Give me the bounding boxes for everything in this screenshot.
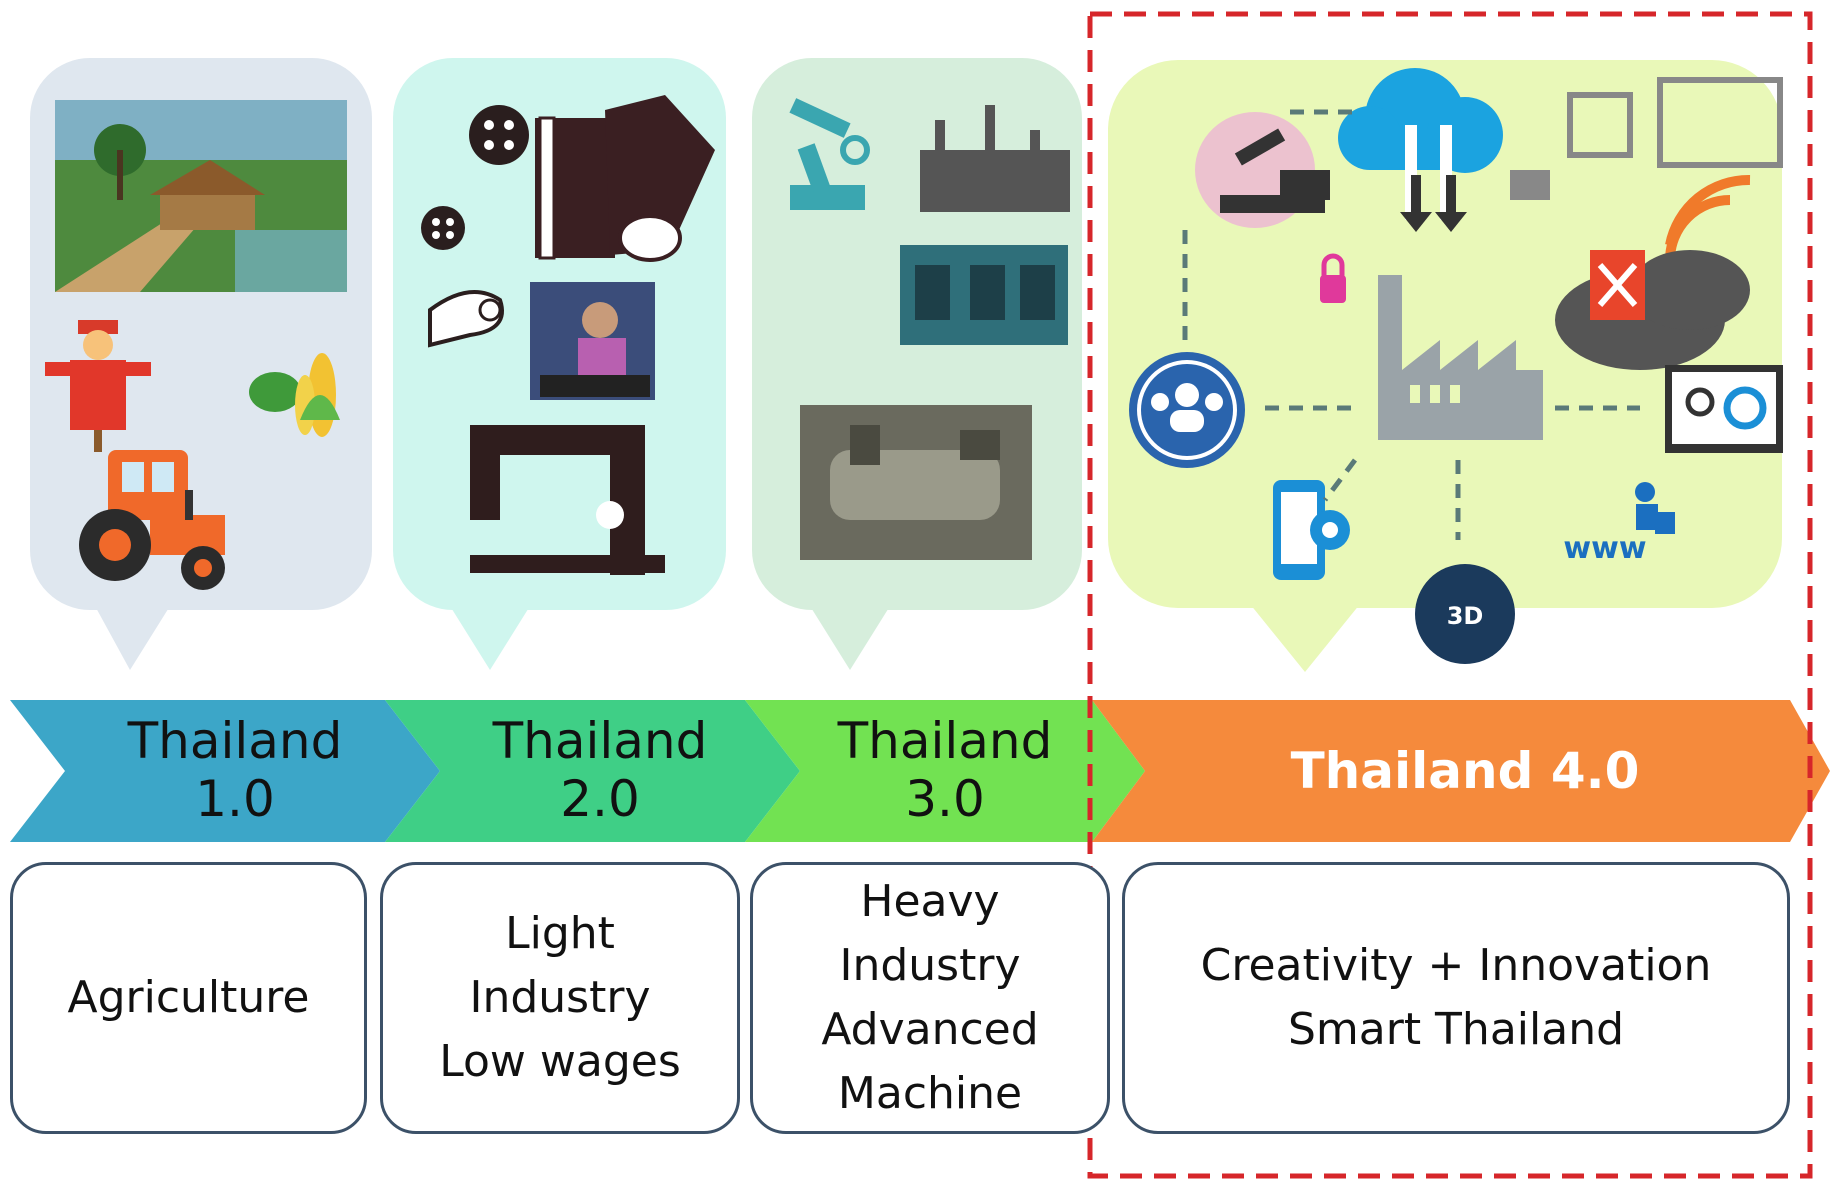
fabric-roll-icon xyxy=(535,95,715,262)
stage-4-description-line: Creativity + Innovation xyxy=(1200,940,1712,991)
button-icon xyxy=(421,105,529,250)
sewing-machine-icon xyxy=(470,425,665,575)
robot-arm-pink-icon xyxy=(1195,112,1330,228)
tractor-icon xyxy=(79,450,225,590)
description-box-4: Creativity + Innovation Smart Thailand xyxy=(1122,862,1790,1134)
rice-field-village-image xyxy=(55,100,347,292)
textile-worker-photo xyxy=(530,282,655,400)
stage-2-title: Thailand xyxy=(492,712,708,770)
www-user-icon: www xyxy=(1563,482,1675,566)
stage-3-description-line: Machine xyxy=(837,1068,1023,1119)
stage-1-title: Thailand xyxy=(127,712,343,770)
stage-1-version: 1.0 xyxy=(195,770,275,828)
arrow-stage-1 xyxy=(10,700,440,842)
description-box-2: Light Industry Low wages xyxy=(380,862,740,1134)
arrow-stage-2 xyxy=(385,700,800,842)
arrow-stage-3 xyxy=(745,700,1145,842)
stage-2-description-line: Light xyxy=(505,908,615,959)
description-box-3: Heavy Industry Advanced Machine xyxy=(750,862,1110,1134)
thailand-4-highlight-frame xyxy=(1087,11,1813,1179)
robot-arm-icon xyxy=(789,98,870,210)
factory-machinery-photo xyxy=(900,245,1068,345)
mobile-settings-icon xyxy=(1273,480,1350,580)
corn-vegetable-icon xyxy=(249,353,340,437)
stage-3-title: Thailand xyxy=(837,712,1053,770)
stage-3-description-line: Advanced xyxy=(821,1004,1039,1055)
arrow-label-2: Thailand 2.0 xyxy=(455,712,745,828)
stage-4-description-line: Smart Thailand xyxy=(1287,1004,1625,1055)
factory-skyline-icon xyxy=(920,105,1070,212)
cloud-icon xyxy=(1338,68,1503,220)
stage-2-version: 2.0 xyxy=(560,770,640,828)
measuring-tape-icon xyxy=(428,290,504,348)
wifi-cloud-icon xyxy=(1555,250,1750,370)
download-arrows-icon xyxy=(1400,175,1467,232)
scarecrow-icon xyxy=(45,320,151,452)
badge-3d-label: 3D xyxy=(1447,602,1484,630)
laptop-gears-icon xyxy=(1665,365,1783,453)
stage-1-description-line: Agriculture xyxy=(67,972,310,1023)
smart-factory-icon xyxy=(1378,275,1543,440)
stage-2-description-line: Low wages xyxy=(439,1036,681,1087)
arrow-label-4: Thailand 4.0 xyxy=(1160,742,1770,800)
lock-icon xyxy=(1320,253,1346,303)
stage-3-description-line: Heavy xyxy=(860,876,1000,927)
arrow-stage-4 xyxy=(1092,700,1830,842)
stage-2-description-line: Industry xyxy=(469,972,651,1023)
arrow-label-3: Thailand 3.0 xyxy=(800,712,1090,828)
stage-4-title: Thailand 4.0 xyxy=(1290,742,1640,800)
stage-3-version: 3.0 xyxy=(905,770,985,828)
computer-monitors-icon xyxy=(1510,77,1783,200)
arrow-label-1: Thailand 1.0 xyxy=(90,712,380,828)
dashed-connectors xyxy=(1182,109,1640,540)
www-label: www xyxy=(1563,531,1646,566)
car-assembly-photo xyxy=(800,405,1032,560)
description-box-1: Agriculture xyxy=(10,862,367,1134)
stage-3-description-line: Industry xyxy=(839,940,1021,991)
badge-3d-icon: 3D xyxy=(1415,564,1515,664)
people-group-icon xyxy=(1129,352,1245,468)
